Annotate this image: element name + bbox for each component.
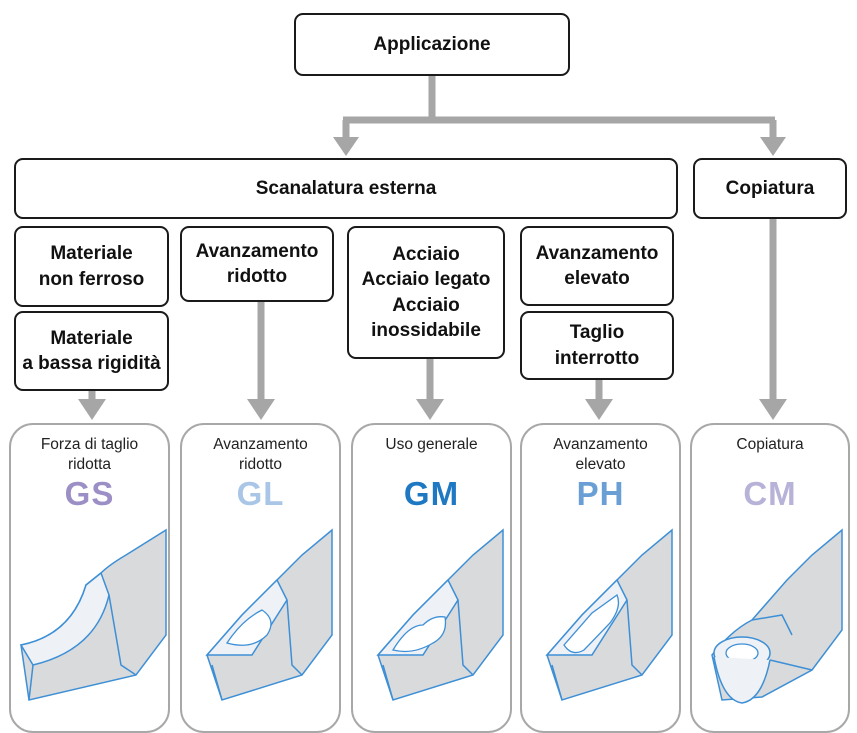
grooving-insert-gm-icon [376, 528, 504, 701]
category-grooving-label: Scanalatura esterna [255, 177, 437, 199]
condition-label: Avanzamento elevato [535, 242, 659, 289]
breaker-code: GM [403, 475, 460, 512]
breaker-code: PH [576, 475, 625, 512]
breaker-code: CM [743, 475, 797, 512]
condition-interrupted-cut: Taglio interrotto [520, 311, 674, 380]
grooving-insert-ph-icon [545, 528, 673, 701]
root-node-label: Applicazione [373, 33, 491, 55]
condition-label: Taglio interrotto [554, 322, 640, 369]
condition-steel-alloy-stainless: Acciaio Acciaio legato Acciaio inossidab… [347, 226, 505, 359]
breaker-code: GS [64, 475, 115, 512]
breaker-description: Copiatura [736, 436, 804, 453]
condition-label: Materiale non ferroso [38, 243, 145, 290]
condition-non-ferrous: Materiale non ferroso [14, 226, 169, 307]
condition-high-feed: Avanzamento elevato [520, 226, 674, 306]
grooving-insert-gs-icon [19, 528, 167, 701]
breaker-card-ph: Avanzamento elevato PH [520, 423, 681, 733]
breaker-description: Avanzamento elevato [553, 436, 648, 474]
breaker-card-gm: Uso generale GM [351, 423, 512, 733]
condition-label: Acciaio Acciaio legato Acciaio inossidab… [361, 244, 491, 341]
condition-low-rigidity: Materiale a bassa rigidità [14, 311, 169, 391]
category-profiling-label: Copiatura [725, 177, 815, 199]
breaker-code: GL [236, 475, 285, 512]
condition-label: Avanzamento ridotto [195, 240, 319, 287]
breaker-description: Avanzamento ridotto [213, 436, 308, 474]
breaker-card-cm: Copiatura CM [690, 423, 850, 733]
condition-low-feed: Avanzamento ridotto [180, 226, 334, 302]
grooving-insert-gl-icon [205, 528, 333, 701]
category-profiling: Copiatura [693, 158, 847, 219]
breaker-description: Uso generale [385, 436, 478, 453]
category-external-grooving: Scanalatura esterna [14, 158, 678, 219]
condition-label: Materiale a bassa rigidità [22, 327, 161, 374]
breaker-card-gl: Avanzamento ridotto GL [180, 423, 341, 733]
root-node-application: Applicazione [294, 13, 570, 76]
breaker-card-gs: Forza di taglio ridotta GS [9, 423, 170, 733]
breaker-description: Forza di taglio ridotta [40, 436, 139, 474]
profiling-insert-cm-icon [711, 528, 843, 704]
